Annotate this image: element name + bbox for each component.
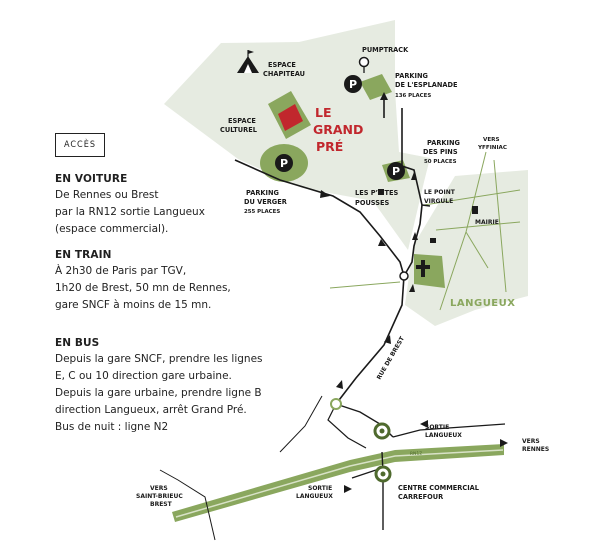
- espace-culturel-label-1: ESPACE: [228, 117, 256, 125]
- vers-saint-brieuc-label-1: VERS: [150, 485, 168, 492]
- parking-pins-label-1: PARKING: [427, 139, 460, 147]
- pumptrack-label: PUMPTRACK: [362, 46, 409, 54]
- section-line: direction Langueux, arrêt Grand Pré.: [55, 404, 247, 416]
- section-title: EN VOITURE: [55, 173, 128, 185]
- site-title: LE GRAND PRÉ: [313, 105, 363, 154]
- sortie-langueux-2-label-2: LANGUEUX: [296, 493, 333, 500]
- point-virgule-label-1: LE POINT: [424, 189, 456, 196]
- espace-chapiteau-label-2: CHAPITEAU: [263, 70, 305, 78]
- section-title: EN TRAIN: [55, 249, 112, 261]
- section-title: EN BUS: [55, 337, 100, 349]
- church-icon: [416, 260, 430, 277]
- section-line: gare SNCF à moins de 15 mn.: [55, 299, 212, 311]
- langueux-label: LANGUEUX: [450, 298, 515, 309]
- vers-rennes-label-1: VERS: [522, 438, 540, 445]
- svg-text:P: P: [349, 78, 357, 91]
- rn12-highway: [172, 444, 504, 522]
- langueux-area: [405, 170, 528, 326]
- building-squares: [378, 189, 478, 243]
- section-line: Bus de nuit : ligne N2: [55, 421, 169, 433]
- espace-chapiteau-label-1: ESPACE: [268, 61, 296, 69]
- centre-commercial-label-1: CENTRE COMMERCIAL: [398, 484, 480, 492]
- svg-text:GRAND: GRAND: [313, 122, 363, 137]
- section-line: Depuis la gare urbaine, prendre ligne B: [55, 387, 262, 399]
- vers-rennes-label-2: RENNES: [522, 446, 549, 453]
- ptites-pousses-label-2: POUSSES: [355, 199, 389, 207]
- parking-pins-places: 50 PLACES: [424, 159, 457, 165]
- parking-verger-label-2: DU VERGER: [244, 198, 287, 206]
- parking-marker-esplanade: P: [344, 75, 362, 93]
- ptites-pousses-label-1: LES P'TITES: [355, 189, 399, 197]
- map-labels: PUMPTRACK ESPACE CHAPITEAU PARKING DE L'…: [136, 46, 549, 508]
- rn12-label: RN12: [410, 450, 423, 457]
- svg-text:PRÉ: PRÉ: [316, 139, 343, 154]
- vers-yffiniac-label-1: VERS: [483, 137, 500, 143]
- section-line: E, C ou 10 direction gare urbaine.: [55, 370, 232, 382]
- parking-marker-pins: P: [387, 162, 405, 180]
- section-line: (espace commercial).: [55, 223, 169, 235]
- vers-yffiniac-label-2: YFFINIAC: [477, 145, 507, 151]
- parking-esplanade-label-2: DE L'ESPLANADE: [395, 81, 458, 89]
- parking-esplanade-places: 136 PLACES: [395, 93, 431, 99]
- vers-saint-brieuc-label-2: SAINT-BRIEUC: [136, 493, 183, 500]
- point-virgule-label-2: VIRGULE: [424, 198, 453, 205]
- parking-verger-places: 255 PLACES: [244, 209, 280, 215]
- parking-marker-verger: P: [275, 154, 293, 172]
- site-area: [164, 20, 430, 250]
- section-line: Depuis la gare SNCF, prendre les lignes: [55, 353, 263, 365]
- parking-verger-label-1: PARKING: [246, 189, 279, 197]
- espace-culturel-label-2: CULTUREL: [220, 126, 258, 134]
- svg-text:LE: LE: [315, 105, 332, 120]
- langueux-centre-zone: [414, 254, 445, 288]
- roads: [159, 96, 506, 541]
- section-en-voiture: EN VOITURE De Rennes ou Brest par la RN1…: [55, 173, 305, 238]
- direction-arrows: [320, 92, 508, 493]
- sortie-langueux-1-label-1: SORTIE: [425, 424, 449, 431]
- parking-pins-label-2: DES PINS: [423, 148, 458, 156]
- acces-heading: ACCÈS: [55, 133, 105, 157]
- svg-text:P: P: [392, 165, 400, 178]
- centre-commercial-label-2: CARREFOUR: [398, 493, 443, 501]
- town-streets: [329, 151, 521, 311]
- mairie-label: MAIRIE: [475, 219, 499, 226]
- vers-saint-brieuc-label-3: BREST: [150, 501, 173, 508]
- parking-esplanade-label-1: PARKING: [395, 72, 428, 80]
- section-en-train: EN TRAIN À 2h30 de Paris par TGV, 1h20 d…: [55, 249, 305, 314]
- section-line: 1h20 de Brest, 50 mn de Rennes,: [55, 282, 231, 294]
- sortie-langueux-2-label-1: SORTIE: [308, 485, 332, 492]
- rue-de-brest-label: RUE DE BREST: [376, 335, 407, 381]
- section-line: À 2h30 de Paris par TGV,: [55, 265, 187, 277]
- sortie-langueux-1-label-2: LANGUEUX: [425, 432, 462, 439]
- section-en-bus: EN BUS Depuis la gare SNCF, prendre les …: [55, 337, 305, 436]
- tent-icon: [237, 50, 259, 73]
- section-line: par la RN12 sortie Langueux: [55, 206, 205, 218]
- section-line: De Rennes ou Brest: [55, 189, 159, 201]
- espace-culturel-block: [278, 104, 303, 131]
- svg-text:P: P: [280, 157, 288, 170]
- pumptrack-marker: [358, 56, 370, 68]
- roundabouts: [330, 271, 409, 483]
